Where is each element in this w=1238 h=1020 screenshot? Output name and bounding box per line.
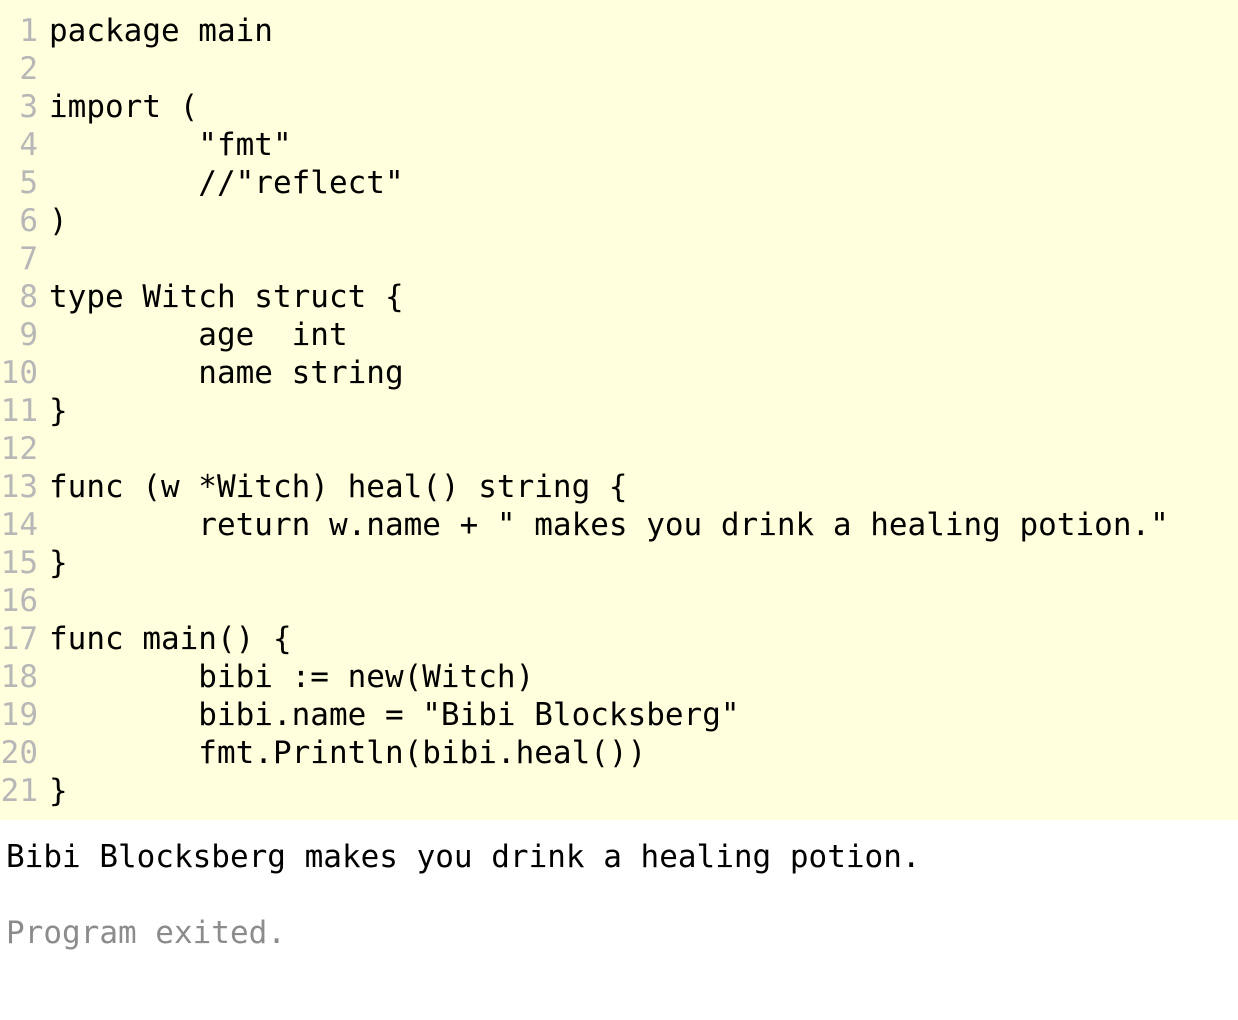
code-line[interactable]: 9 age int [0,316,1238,354]
line-number: 10 [0,355,38,391]
code-text[interactable]: } [49,545,68,581]
code-line[interactable]: 16 [0,582,1238,620]
code-line[interactable]: 3 import ( [0,88,1238,126]
code-line[interactable]: 4 "fmt" [0,126,1238,164]
line-number: 6 [19,203,38,239]
line-number: 19 [0,697,38,733]
code-text[interactable]: ) [49,203,68,239]
program-output: Bibi Blocksberg makes you drink a healin… [6,839,921,875]
code-text[interactable]: fmt.Println(bibi.heal()) [49,735,647,771]
line-number: 5 [19,165,38,201]
code-text[interactable]: } [49,393,68,429]
code-line[interactable]: 15} [0,544,1238,582]
line-number: 2 [19,51,38,87]
code-line[interactable]: 17 func main() { [0,620,1238,658]
code-line[interactable]: 6) [0,202,1238,240]
code-text[interactable]: func (w *Witch) heal() string { [49,469,628,505]
line-number: 8 [19,279,38,315]
code-text[interactable]: age int [49,317,348,353]
code-line[interactable]: 10 name string [0,354,1238,392]
code-text[interactable]: type Witch struct { [49,279,404,315]
code-line[interactable]: 21} [0,772,1238,810]
line-number: 17 [0,621,38,657]
line-number: 11 [0,393,38,429]
code-text[interactable]: name string [49,355,404,391]
code-text[interactable]: } [49,773,68,809]
line-number: 14 [0,507,38,543]
line-number: 18 [0,659,38,695]
line-number: 13 [0,469,38,505]
code-line[interactable]: 12 [0,430,1238,468]
line-number: 9 [19,317,38,353]
code-editor[interactable]: 1 package main 2 3 import ( 4 "fmt" 5 //"r… [0,0,1238,820]
code-line[interactable]: 19 bibi.name = "Bibi Blocksberg" [0,696,1238,734]
line-number: 16 [0,583,38,619]
line-number: 7 [19,241,38,277]
line-number: 15 [0,545,38,581]
code-text[interactable]: bibi.name = "Bibi Blocksberg" [49,697,740,733]
code-text[interactable]: import ( [49,89,199,125]
code-line[interactable]: 1 package main [0,12,1238,50]
code-text[interactable]: package main [49,13,273,49]
code-text[interactable]: func main() { [49,621,292,657]
exit-status: Program exited. [6,915,286,951]
code-text[interactable]: return w.name + " makes you drink a heal… [49,507,1169,543]
code-line[interactable]: 11} [0,392,1238,430]
code-text[interactable]: "fmt" [49,127,292,163]
code-line[interactable]: 7 [0,240,1238,278]
line-number: 4 [19,127,38,163]
code-line[interactable]: 14 return w.name + " makes you drink a h… [0,506,1238,544]
output-panel: Bibi Blocksberg makes you drink a healin… [0,820,1238,1020]
line-number: 12 [0,431,38,467]
code-line[interactable]: 20 fmt.Println(bibi.heal()) [0,734,1238,772]
code-text[interactable]: //"reflect" [49,165,404,201]
code-line[interactable]: 8 type Witch struct { [0,278,1238,316]
code-line[interactable]: 2 [0,50,1238,88]
code-line[interactable]: 5 //"reflect" [0,164,1238,202]
code-line[interactable]: 13 func (w *Witch) heal() string { [0,468,1238,506]
line-number: 21 [0,773,38,809]
line-number: 20 [0,735,38,771]
line-number: 1 [19,13,38,49]
line-number: 3 [19,89,38,125]
code-line[interactable]: 18 bibi := new(Witch) [0,658,1238,696]
code-text[interactable]: bibi := new(Witch) [49,659,535,695]
